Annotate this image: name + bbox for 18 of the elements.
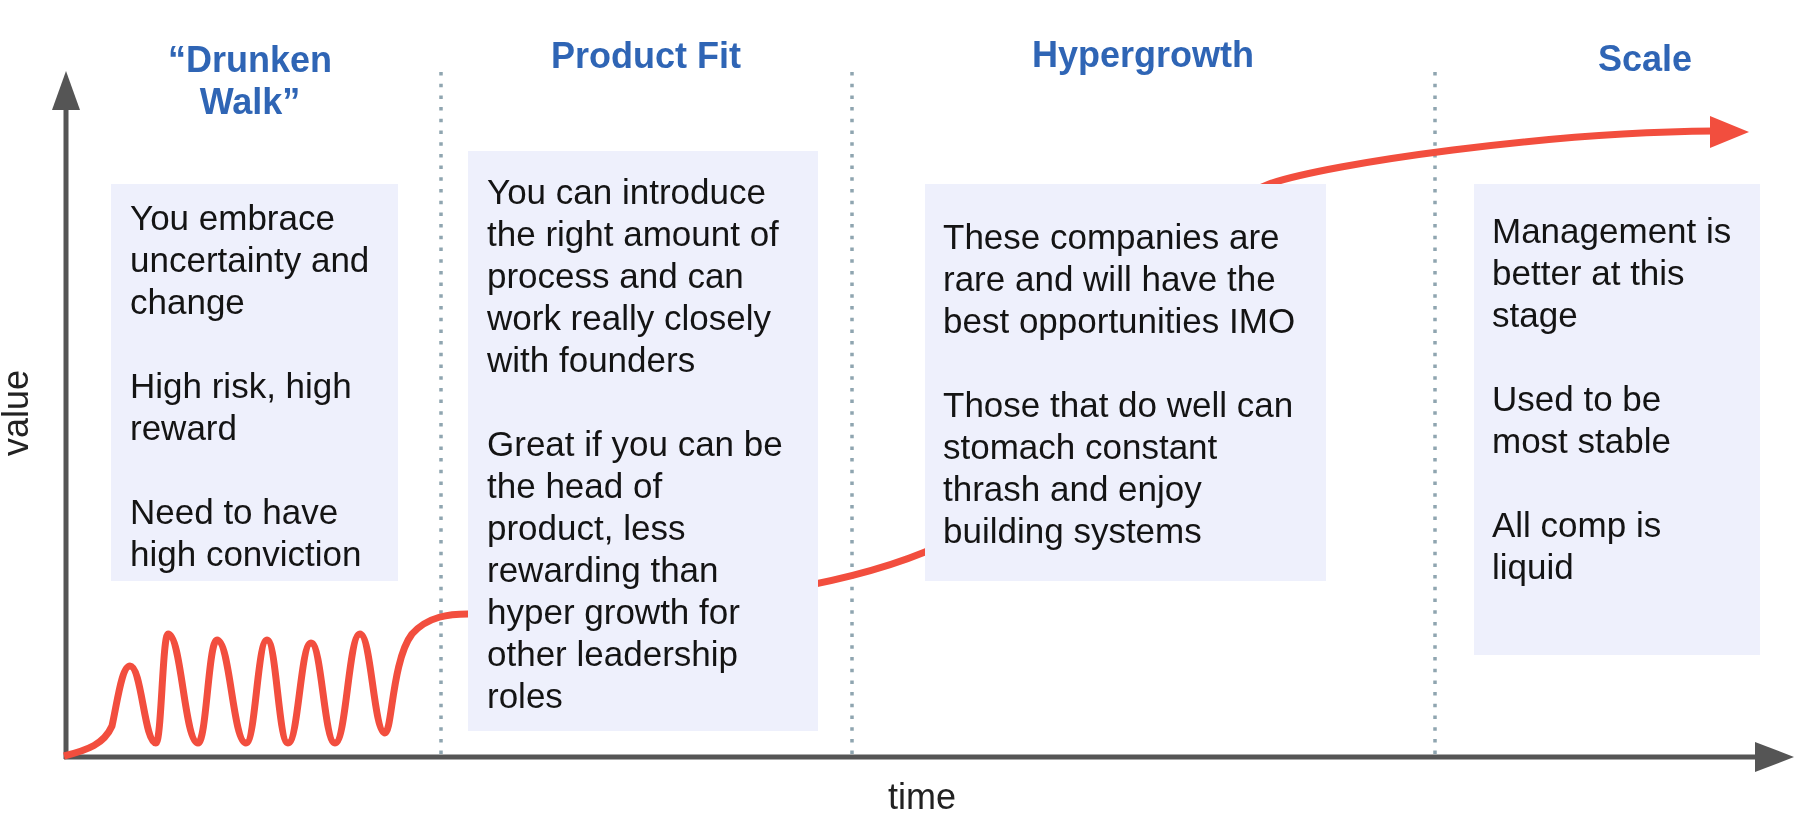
phase-heading: Scale: [1597, 38, 1693, 80]
phase-heading: Hypergrowth: [1032, 34, 1254, 76]
axis-label: time: [888, 777, 956, 817]
card-text: Management is better at this stage: [1492, 210, 1733, 336]
phase-heading: “Drunken Walk”: [167, 39, 333, 123]
card-text: Used to be most stable: [1492, 378, 1672, 462]
note-card: [925, 184, 1326, 581]
card-text: All comp is liquid: [1492, 504, 1663, 588]
card-text: You can introduce the right amount of process and can work really closely with founders: [487, 171, 780, 381]
card-text: These companies are rare and will have the best opportunities IMO: [943, 216, 1297, 342]
axis-label: value: [0, 369, 36, 457]
phase-heading: Product Fit: [551, 35, 741, 77]
card-text: High risk, high reward: [130, 365, 353, 449]
card-text: Need to have high conviction: [130, 491, 363, 575]
card-text: Great if you can be the head of product, less rewarding than hyper growth for other leadership roles: [487, 423, 784, 717]
note-card: [468, 151, 818, 731]
card-text: You embrace uncertainty and change: [130, 197, 371, 323]
card-text: Those that do well can stomach constant thrash and enjoy building systems: [943, 384, 1295, 552]
